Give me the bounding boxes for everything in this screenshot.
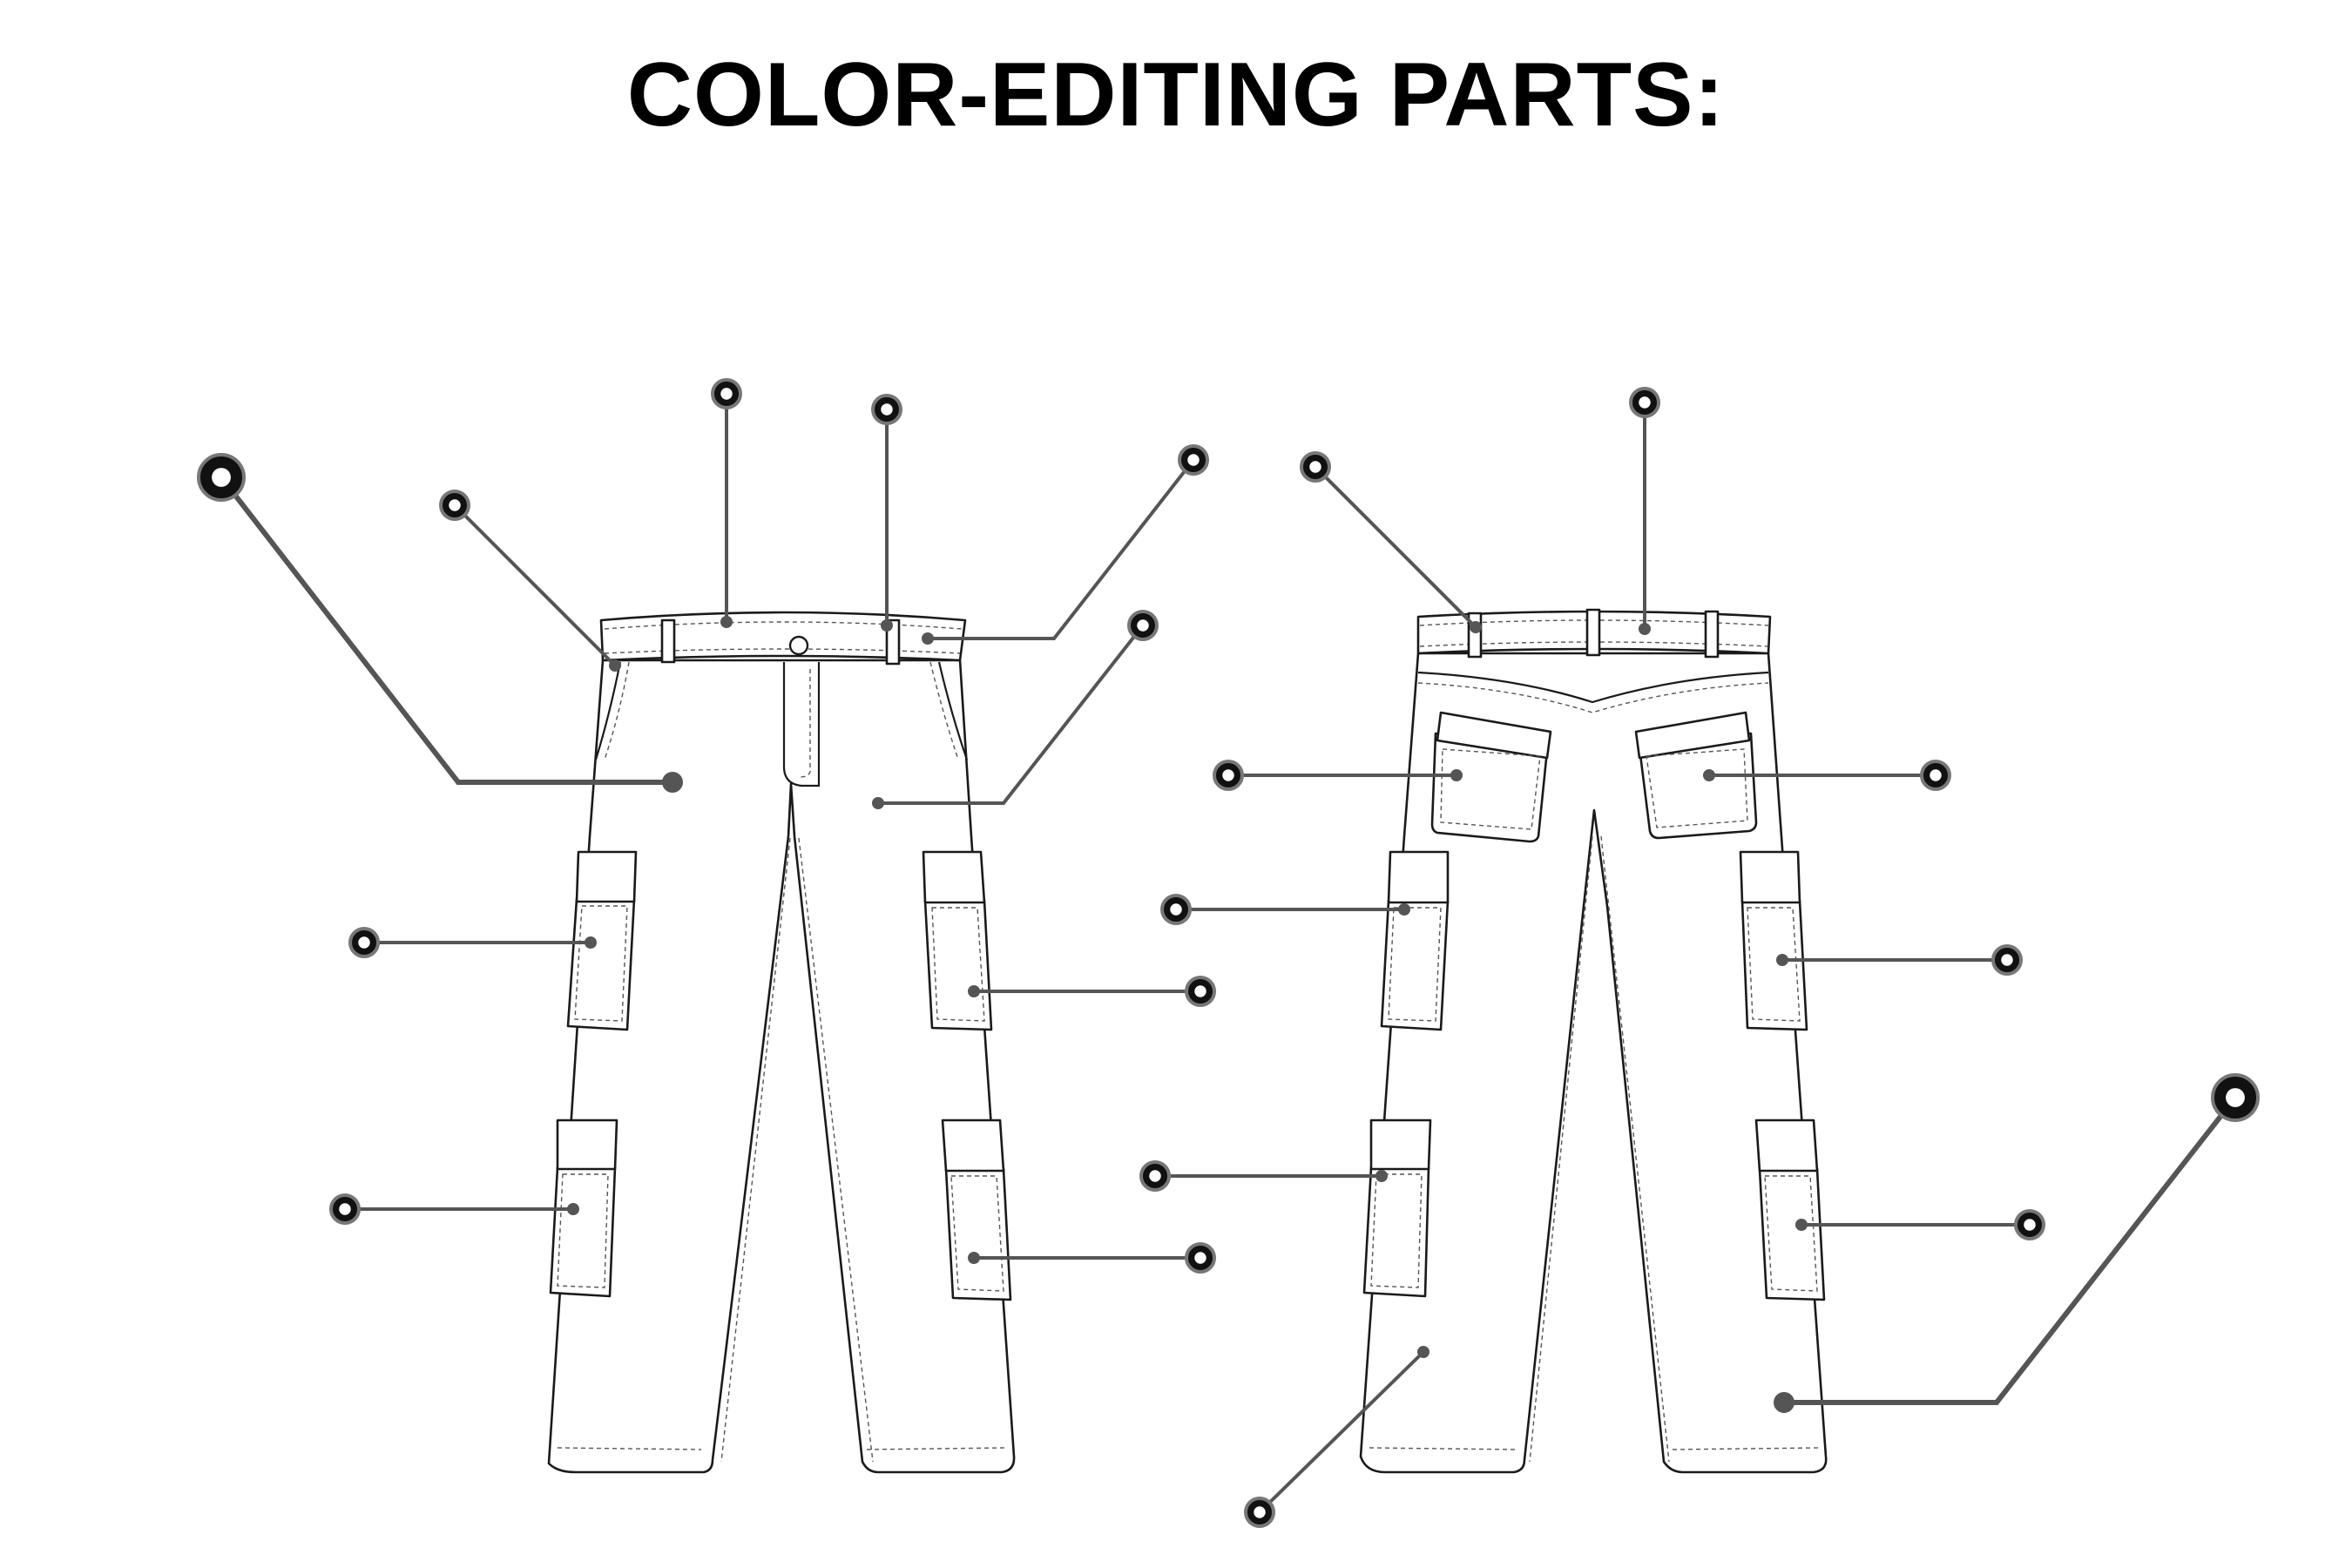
anchor-dot bbox=[1639, 623, 1651, 635]
back-left-lower-cargo-pocket[interactable] bbox=[1362, 1119, 1432, 1298]
anchor-dot bbox=[1470, 621, 1482, 633]
front-body[interactable] bbox=[547, 659, 1016, 1474]
back-left-patch-pocket[interactable] bbox=[1430, 711, 1552, 843]
color-marker-center bbox=[1149, 1170, 1161, 1182]
color-marker-center bbox=[1170, 903, 1182, 916]
anchor-dot bbox=[881, 619, 893, 632]
color-marker-center bbox=[1309, 461, 1321, 473]
front-waistband[interactable] bbox=[599, 611, 967, 662]
front-right-lower-cargo-pocket[interactable] bbox=[941, 1119, 1012, 1301]
back-right-lower-cargo-pocket[interactable] bbox=[1754, 1119, 1826, 1301]
back-right-patch-pocket[interactable] bbox=[1634, 711, 1758, 840]
leader-line bbox=[1258, 1350, 1425, 1514]
anchor-dot bbox=[1450, 769, 1463, 781]
anchor-dot bbox=[567, 1203, 579, 1215]
anchor-dot bbox=[1398, 903, 1410, 916]
leader-line bbox=[928, 458, 1195, 640]
color-marker-center bbox=[2024, 1219, 2036, 1231]
back-body[interactable] bbox=[1359, 652, 1828, 1474]
color-marker-center bbox=[1194, 1252, 1206, 1264]
anchor-dot bbox=[872, 797, 884, 809]
anchor-dot bbox=[968, 1252, 980, 1264]
color-marker-center bbox=[2226, 1088, 2245, 1107]
color-marker-center bbox=[881, 403, 893, 416]
front-left-upper-cargo-pocket[interactable] bbox=[566, 850, 638, 1031]
color-marker-center bbox=[1639, 396, 1651, 409]
anchor-dot bbox=[1703, 769, 1715, 781]
leader-line bbox=[453, 504, 617, 667]
belt-loop[interactable] bbox=[660, 618, 676, 664]
page-title: COLOR-EDITING PARTS: bbox=[626, 44, 1726, 145]
color-marker-center bbox=[1187, 454, 1200, 466]
button-icon bbox=[788, 635, 809, 656]
belt-loop[interactable] bbox=[1585, 608, 1601, 657]
anchor-dot bbox=[609, 659, 621, 672]
anchor-dot bbox=[1417, 1346, 1429, 1358]
color-marker-center bbox=[358, 936, 370, 949]
belt-loop[interactable] bbox=[885, 618, 901, 666]
leader-line bbox=[1784, 1096, 2238, 1405]
back-right-upper-cargo-pocket[interactable] bbox=[1739, 850, 1808, 1031]
color-marker-center bbox=[339, 1203, 351, 1215]
anchor-dot bbox=[1776, 954, 1788, 966]
anchor-dot bbox=[1375, 1170, 1388, 1182]
color-marker-center bbox=[1137, 619, 1149, 632]
front-view-pants bbox=[547, 611, 1016, 1474]
color-marker-center bbox=[1254, 1506, 1266, 1518]
back-left-upper-cargo-pocket[interactable] bbox=[1380, 850, 1450, 1031]
front-right-upper-cargo-pocket[interactable] bbox=[922, 850, 993, 1031]
anchor-dot bbox=[922, 632, 934, 645]
anchor-dot bbox=[1774, 1392, 1794, 1413]
color-marker-center bbox=[1222, 769, 1234, 781]
anchor-dot bbox=[1795, 1219, 1808, 1231]
color-marker-center bbox=[1930, 769, 1942, 781]
color-marker-center bbox=[449, 499, 461, 511]
anchor-dot bbox=[585, 936, 597, 949]
color-marker-center bbox=[212, 468, 231, 487]
belt-loop[interactable] bbox=[1704, 610, 1720, 659]
color-marker-center bbox=[2001, 954, 2013, 966]
back-view-pants bbox=[1359, 608, 1828, 1474]
leader-line bbox=[219, 476, 672, 785]
leader-line bbox=[1314, 465, 1477, 629]
anchor-dot bbox=[720, 616, 733, 628]
callout-markers bbox=[197, 378, 2260, 1528]
anchor-dot bbox=[968, 985, 980, 997]
leader-line bbox=[878, 624, 1145, 805]
color-marker-center bbox=[720, 388, 733, 400]
front-left-lower-cargo-pocket[interactable] bbox=[549, 1119, 618, 1298]
anchor-dot bbox=[662, 772, 683, 793]
color-marker-center bbox=[1194, 985, 1206, 997]
